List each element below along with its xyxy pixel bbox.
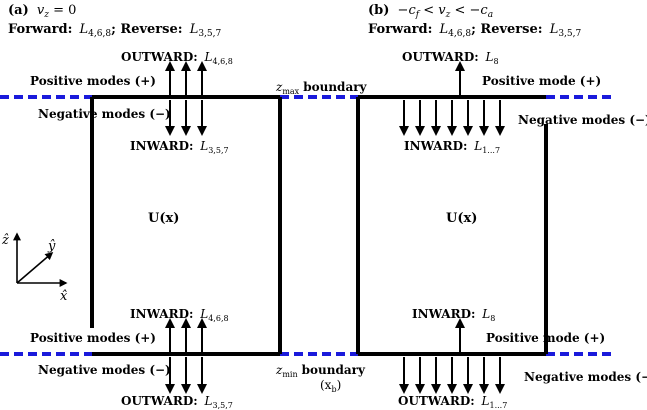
panel-a-bottom-outward-arrows — [165, 357, 207, 394]
z-axis-label: ẑ — [1, 233, 9, 248]
panel-a-domain — [90, 95, 282, 356]
zmin-boundary-xb-label: (xb) — [320, 378, 341, 394]
panel-b-heading: (b) −cf < vz < −ca — [368, 3, 493, 20]
panel-b-bottom-inward-label: INWARD: L8 — [412, 307, 495, 323]
panel-b-domain — [356, 95, 548, 356]
panel-b-top-outward-label: OUTWARD: L8 — [402, 50, 499, 66]
panel-a-top-outward-label: OUTWARD: L4,6,8 — [121, 50, 233, 66]
panel-a-field-label: U(x) — [148, 211, 179, 226]
panel-a-bottom-outward-label: OUTWARD: L3,5,7 — [121, 394, 233, 410]
panel-a-forward-reverse: Forward: L4,6,8; Reverse: L3,5,7 — [8, 22, 222, 39]
panel-a-top-inward-label: INWARD: L3,5,7 — [130, 139, 229, 155]
panel-a-heading: (a) vz = 0 — [8, 3, 76, 20]
y-axis-label: ŷ — [47, 239, 56, 254]
panel-a-bottom-inward-label: INWARD: L4,6,8 — [130, 307, 229, 323]
panel-b-top-negative-label: Negative modes (−) — [518, 113, 647, 127]
panel-b-forward-reverse: Forward: L4,6,8; Reverse: L3,5,7 — [368, 22, 582, 39]
panel-a-bottom-negative-label: Negative modes (−) — [38, 363, 171, 377]
panel-b-bottom-outward-label: OUTWARD: L1...7 — [398, 394, 507, 410]
panel-b-bottom-positive-label: Positive mode (+) — [486, 331, 605, 345]
panel-b-top-inward-label: INWARD: L1...7 — [404, 139, 500, 155]
panel-b-top-positive-label: Positive mode (+) — [482, 74, 601, 88]
panel-b-field-label: U(x) — [446, 211, 477, 226]
panel-a-top-inward-arrows — [165, 100, 207, 136]
panel-a-top-positive-label: Positive modes (+) — [30, 74, 156, 88]
panel-b-top-inward-arrows — [399, 100, 505, 136]
panel-a-top-outward-arrows — [165, 61, 207, 95]
panel-b-bottom-negative-label: Negative modes (−) — [524, 370, 647, 384]
panel-a-bottom-inward-arrows — [165, 318, 207, 352]
x-axis-label: x̂ — [60, 289, 68, 304]
panel-a-top-negative-label: Negative modes (−) — [38, 107, 171, 121]
coordinate-axes — [13, 232, 68, 287]
panel-a-bottom-positive-label: Positive modes (+) — [30, 331, 156, 345]
panel-b-bottom-outward-arrows — [399, 357, 505, 394]
